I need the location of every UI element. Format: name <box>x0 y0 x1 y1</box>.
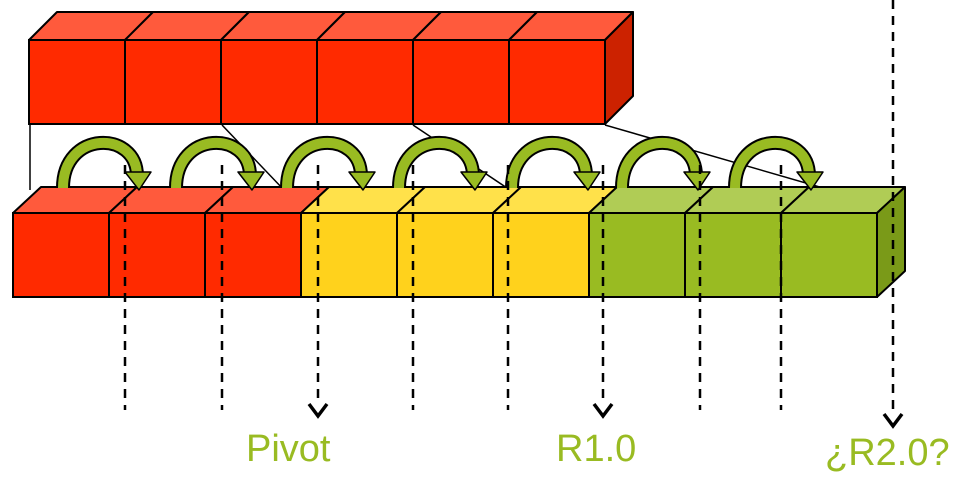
curved-arrows <box>56 136 824 191</box>
top-block-1-front-face <box>28 39 126 125</box>
top-block-4-front-face <box>316 39 414 125</box>
timeline-dash-3 <box>307 165 329 419</box>
curved-arrow-7 <box>728 136 824 191</box>
timeline-dash-6 <box>592 165 614 419</box>
connector-line-4 <box>604 124 831 191</box>
bottom-block-red-3-front-face <box>204 212 302 298</box>
curved-arrow-1 <box>56 136 152 191</box>
curved-arrow-2 <box>169 136 265 191</box>
top-block-2 <box>124 11 250 125</box>
down-arrowhead <box>307 402 329 419</box>
curved-arrow-3 <box>280 136 376 191</box>
curved-arrow-5 <box>505 136 601 191</box>
curved-arrow-head <box>573 171 601 191</box>
curved-arrow-body <box>394 138 478 189</box>
bottom-block-green-3 <box>780 186 906 298</box>
curved-arrow-body <box>617 138 701 189</box>
curved-arrow-body <box>730 138 814 189</box>
top-block-row <box>28 11 634 125</box>
bottom-block-red-1-front-face <box>12 212 110 298</box>
bottom-block-green-1 <box>588 186 714 298</box>
bottom-block-yellow-2-front-face <box>396 212 494 298</box>
curved-arrow-head <box>796 171 824 191</box>
down-arrowhead <box>882 412 904 429</box>
curved-arrow-body <box>282 138 366 189</box>
down-arrowhead <box>592 402 614 419</box>
curved-arrow-head <box>348 171 376 191</box>
timeline-dash-9 <box>882 0 904 429</box>
milestone-label-r2: ¿R2.0? <box>825 432 950 474</box>
curved-arrow-head <box>124 171 152 191</box>
curved-arrow-head <box>683 171 711 191</box>
top-block-6-front-face <box>508 39 606 125</box>
timeline-dashes <box>123 0 904 429</box>
milestone-label-pivot: Pivot <box>246 428 331 470</box>
bottom-block-yellow-1-front-face <box>300 212 398 298</box>
curved-arrow-6 <box>615 136 711 191</box>
curved-arrow-body <box>171 138 255 189</box>
curved-arrow-head <box>237 171 265 191</box>
top-block-3 <box>220 11 346 125</box>
bottom-block-red-2-front-face <box>108 212 206 298</box>
bottom-block-row <box>12 186 906 298</box>
top-block-6 <box>508 11 634 125</box>
curved-arrow-body <box>58 138 142 189</box>
curved-arrow-4 <box>392 136 488 191</box>
top-block-5-front-face <box>412 39 510 125</box>
bottom-block-green-3-front-face <box>780 212 878 298</box>
top-block-4 <box>316 11 442 125</box>
top-block-2-front-face <box>124 39 222 125</box>
curved-arrow-head <box>460 171 488 191</box>
top-block-3-front-face <box>220 39 318 125</box>
top-block-5 <box>412 11 538 125</box>
bottom-block-green-1-front-face <box>588 212 686 298</box>
milestone-label-r1: R1.0 <box>556 428 637 470</box>
curved-arrow-body <box>507 138 591 189</box>
